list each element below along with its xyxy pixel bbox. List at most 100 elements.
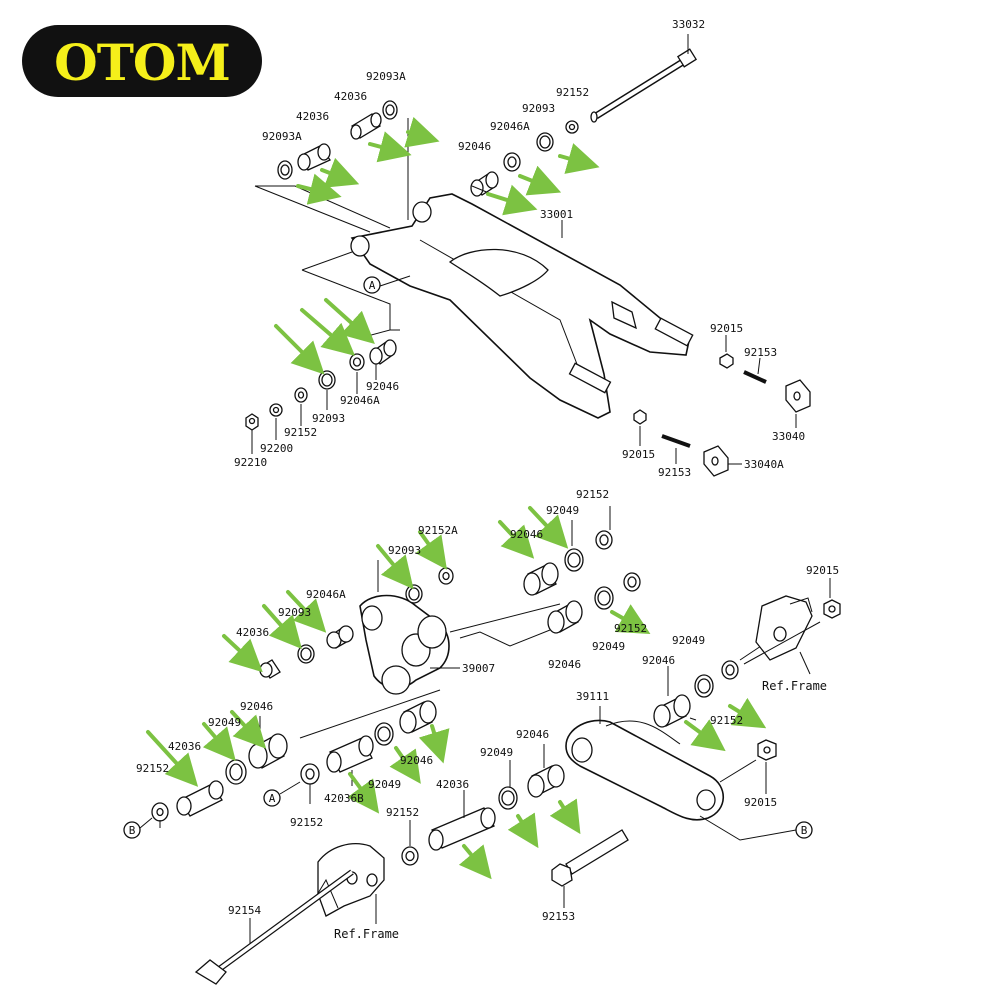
- label-ref-frame-top: Ref.Frame: [762, 679, 827, 693]
- seal-92093-top: [536, 132, 554, 152]
- seal-92049-d: [694, 674, 714, 698]
- label-92049-r2: 92049: [592, 640, 625, 653]
- seal-92093-mid: [318, 370, 336, 390]
- label-92093-mid: 92093: [312, 412, 345, 425]
- label-ref-frame-bottom: Ref.Frame: [334, 927, 399, 941]
- washer-92152-f: [401, 846, 419, 866]
- bearing-92046-top: [470, 171, 499, 197]
- washer-92152-mid: [294, 387, 308, 403]
- label-92015-a: 92015: [710, 322, 743, 335]
- label-42036-left: 42036: [296, 110, 329, 123]
- label-92152-r2: 92152: [614, 622, 647, 635]
- bearing-92046A-l2: [326, 625, 354, 649]
- callout-a-bottom: A: [263, 781, 301, 807]
- washer-92152-d: [721, 660, 739, 680]
- label-92152a: 92152A: [418, 524, 458, 537]
- label-92046-f: 92046: [516, 728, 549, 741]
- label-92093-l3: 92093: [278, 606, 311, 619]
- washer-92200: [269, 403, 283, 417]
- collar-42036-left: [297, 143, 331, 171]
- label-92152-mid: 92152: [284, 426, 317, 439]
- label-42036b: 42036B: [324, 792, 364, 805]
- label-92049-d: 92049: [208, 716, 241, 729]
- rocker-arm-39007: [359, 594, 450, 695]
- label-33001: 33001: [540, 208, 573, 221]
- label-42036-top: 42036: [334, 90, 367, 103]
- label-9204x-r1: 92046: [510, 528, 543, 541]
- washer-92152A: [438, 567, 454, 585]
- callout-a-top-text: A: [369, 279, 376, 292]
- label-92152-e: 92152: [290, 816, 323, 829]
- washer-92152-e: [300, 763, 320, 785]
- swingarm-33001: [350, 193, 694, 419]
- collar-42036B: [326, 735, 374, 773]
- bolt-92154: [194, 869, 354, 985]
- label-92046-r2: 92046: [548, 658, 581, 671]
- axle-33032: [590, 48, 698, 123]
- label-92093a-left: 92093A: [262, 130, 302, 143]
- nut-92015-d: [757, 739, 777, 761]
- seal-92093-l3: [297, 644, 315, 664]
- logo-text: OTOM: [54, 33, 230, 92]
- label-92210: 92210: [234, 456, 267, 469]
- label-92049-e: 92049: [368, 778, 401, 791]
- label-92046a-l2: 92046A: [306, 588, 346, 601]
- nut-92015-b: [633, 409, 647, 425]
- block-33040A: [703, 445, 729, 477]
- otom-logo: OTOM: [22, 25, 262, 97]
- frame-bracket-right: [755, 595, 813, 661]
- label-42036-d: 42036: [168, 740, 201, 753]
- label-92046-top: 92046: [458, 140, 491, 153]
- nut-92210: [245, 413, 259, 431]
- label-33040: 33040: [772, 430, 805, 443]
- bearing-9204x-r1: [523, 562, 559, 596]
- label-92046-d: 92046: [240, 700, 273, 713]
- label-42036-e: 42036: [436, 778, 469, 791]
- washer-92152-top: [565, 120, 579, 134]
- seal-92049-r2: [594, 586, 614, 610]
- callout-b-right: B: [795, 821, 813, 839]
- frame-bracket-bottom: [313, 843, 385, 917]
- bolt-92153-c: [551, 829, 629, 887]
- callout-b-right-text: B: [801, 824, 808, 837]
- tie-rod-39111: [565, 719, 724, 821]
- nut-92015-a: [719, 353, 734, 369]
- bearing-92046-mid: [369, 339, 397, 365]
- label-39007: 39007: [462, 662, 495, 675]
- callout-b-left-text: B: [129, 824, 136, 837]
- label-92152-c: 92152: [710, 714, 743, 727]
- collar-42036-e: [428, 807, 496, 851]
- bearing-92046-d: [653, 694, 691, 728]
- spacer-92093A-left: [277, 160, 293, 180]
- label-92093-l2: 92093: [388, 544, 421, 557]
- label-92015-b: 92015: [622, 448, 655, 461]
- label-92152-top: 92152: [556, 86, 589, 99]
- seal-92049-g: [498, 786, 518, 810]
- collar-42036-top: [350, 112, 382, 140]
- bearing-92046-r2: [547, 600, 583, 634]
- collar-4203x-l4: [176, 780, 224, 817]
- seal-92049-l4: [225, 759, 247, 785]
- bolt-92015-c: [823, 599, 841, 619]
- callout-a-top: A: [363, 276, 381, 294]
- label-92153-b: 92153: [658, 466, 691, 479]
- label-92046a-top: 92046A: [490, 120, 530, 133]
- label-92093-top: 92093: [522, 102, 555, 115]
- label-33040a: 33040A: [744, 458, 784, 471]
- label-92152-r1: 92152: [576, 488, 609, 501]
- label-42036-l3: 42036: [236, 626, 269, 639]
- green-arrows: [146, 116, 767, 880]
- bolt-92153-a: [743, 370, 767, 384]
- label-92200: 92200: [260, 442, 293, 455]
- label-33032: 33032: [672, 18, 705, 31]
- bolt-92153-b: [661, 434, 691, 448]
- block-33040: [785, 379, 811, 413]
- label-92153-a: 92153: [744, 346, 777, 359]
- label-92015-c: 92015: [806, 564, 839, 577]
- spacer-92093A-top: [382, 100, 398, 120]
- label-92049-r1: 92049: [546, 504, 579, 517]
- washer-92152-r2: [623, 572, 641, 592]
- bearing-92046-f: [399, 700, 437, 734]
